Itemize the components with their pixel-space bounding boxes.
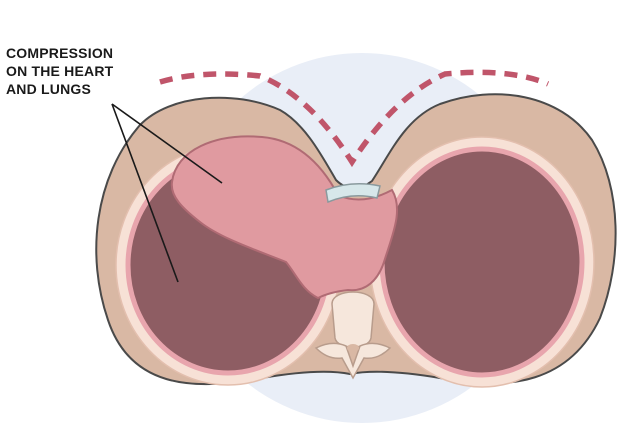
annotation-line-1: COMPRESSION [6,44,166,62]
right-lung [382,149,582,375]
compression-annotation-label: COMPRESSION ON THE HEART AND LUNGS [6,44,166,98]
annotation-line-2: ON THE HEART [6,62,166,80]
annotation-line-3: AND LUNGS [6,80,166,98]
vertebra-body [332,292,374,347]
spinal-canal [347,344,359,352]
